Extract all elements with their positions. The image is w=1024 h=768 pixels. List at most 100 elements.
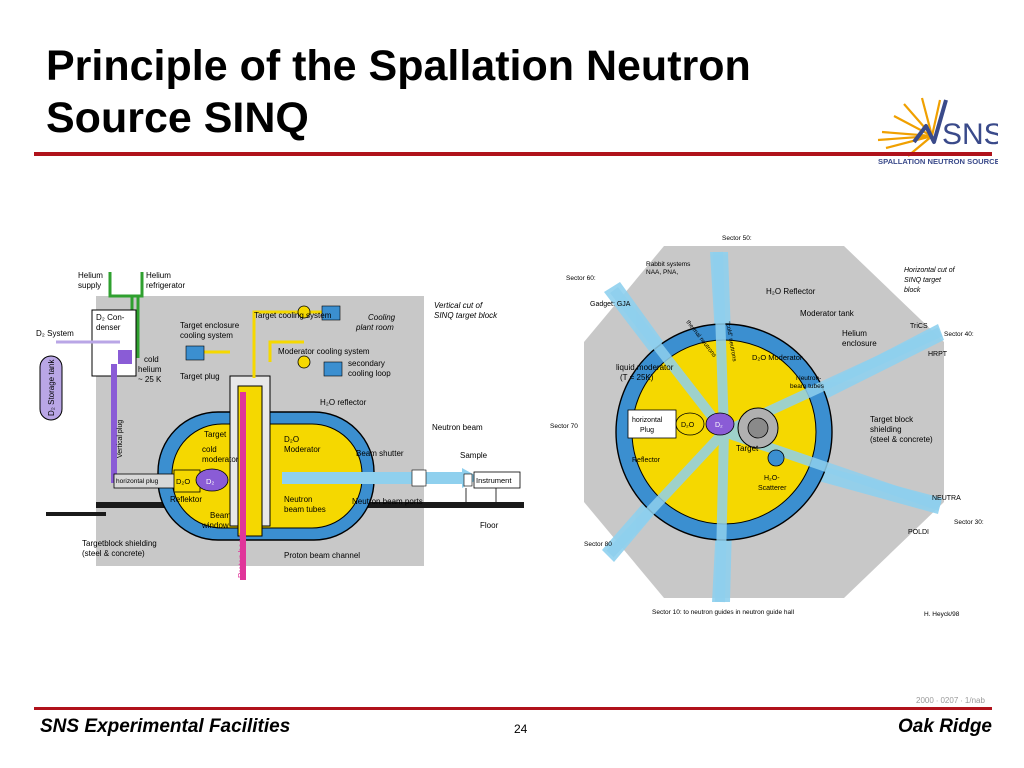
sample-label: Sample (460, 451, 488, 460)
svg-text:Target enclosure cooling s: Target enclosure cooling system (180, 321, 241, 340)
d2o-label: D₂O (681, 422, 695, 429)
secondary-cooling-label: secondary (348, 359, 385, 368)
d2-condenser-label: D₂ Con- (96, 313, 125, 322)
helium-refrigerator-label: Helium (146, 271, 171, 280)
d2-cell (705, 412, 735, 436)
svg-text:liquid moderator (T = 25K): liquid moderator (T = 25K) (616, 363, 676, 382)
target-cooling-system-label: Target cooling system (254, 311, 332, 320)
neutron-beam-tubes-label: Neutron (284, 495, 312, 504)
d2-system-label: D₂ System (36, 329, 74, 338)
h2o-reflector-label: H₂O reflector (320, 398, 367, 407)
neutron-beam-ports-label: Neutron beam ports (352, 497, 423, 506)
poldi-label: POLDI (908, 529, 929, 536)
d2-label: D₂ (206, 477, 214, 486)
cold-moderator-label: cold (202, 445, 217, 454)
d2o-moderator-label: D₂O Moderator (752, 353, 803, 362)
cold-helium-label: cold (144, 355, 159, 364)
vertical-plug-label: Vertical plug (117, 420, 124, 458)
svg-text:Horizontal cut of SINQ tar: Horizontal cut of SINQ target block (904, 267, 957, 294)
target-label: Target (736, 444, 759, 453)
svg-text:D₂ Con- denser: D₂ Con- denser (96, 313, 127, 332)
target-block-shielding-label: Target block (870, 415, 914, 424)
footer-left: SNS Experimental Facilities (40, 716, 291, 737)
svg-text:Vertical cut of SINQ targe: Vertical cut of SINQ target block (434, 301, 498, 320)
d2-storage-tank-label: D₂ Storage tank (47, 359, 56, 416)
target-block-shielding-label: Targetblock shielding (82, 539, 157, 548)
horizontal-plug-box (627, 409, 677, 439)
sector-10-label: Sector 10: to neutron guides in neutron … (652, 609, 795, 616)
target-label: Target (204, 430, 227, 439)
target-enclosure-cooling-label: Target enclosure (180, 321, 240, 330)
cooling-plant-room-label: Cooling (368, 313, 396, 322)
slide-title: Principle of the Spallation Neutron Sour… (46, 40, 846, 144)
horizontal-cut-diagram: Sector 50: Rabbit systems NAA, PNA, Sect… (550, 235, 984, 618)
d2-cell (195, 468, 229, 492)
sector-50-label: Sector 50: (722, 235, 752, 242)
svg-text:Helium refrigerator: Helium refrigerator (146, 271, 185, 290)
horizontal-plug-label: horizontal plug (116, 478, 159, 485)
svg-text:secondary cooling loop: secondary cooling loop (348, 359, 391, 378)
horizontal-plug-label: horizontal (632, 417, 663, 424)
floor-label: Floor (480, 521, 499, 530)
svg-text:Beam window: Beam window (201, 511, 233, 530)
sector-70-label: Sector 70 (550, 423, 578, 430)
gadget-label: Gadget: GJA (590, 301, 631, 308)
svg-text:horizontal Plug: horizontal Plug (632, 417, 664, 434)
h2o-scatterer-label: H₂O- (764, 475, 780, 482)
svg-text:Target block shielding: Target block shielding (steel & concrete… (870, 415, 933, 444)
rabbit-systems-label: Rabbit systems (646, 261, 691, 268)
horizontal-cut-caption: Horizontal cut of (904, 267, 956, 274)
d2-storage-tank (39, 355, 63, 421)
vertical-cut-caption: Vertical cut of (434, 301, 483, 310)
svg-text:cold moderator: cold moderator (202, 445, 239, 464)
vertical-cut-diagram: Helium supply Helium refrigerator D₂ Sys… (36, 271, 524, 580)
moderator-tank-label: Moderator tank (800, 309, 855, 318)
svg-text:cold helium ~ 25 K: cold helium ~ 25 K (138, 355, 164, 384)
neutron-beam-label: Neutron beam (432, 423, 483, 432)
sunburst-icon (877, 97, 942, 157)
svg-text:Targetblock shielding (ste: Targetblock shielding (steel & concrete) (82, 539, 159, 558)
svg-text:Neutron- beam tubes: Neutron- beam tubes (790, 375, 825, 390)
slide-title-line-1: Principle of the Spallation Neutron (46, 42, 751, 90)
ghost-text: 2000 ∙ 0207 ∙ 1/nab (916, 696, 985, 705)
svg-text:Rabbit systems NAA, PNA,: Rabbit systems NAA, PNA, (646, 261, 692, 276)
hrpt-label: HRPT (928, 351, 948, 358)
h2o-reflector-label: H₂O Reflector (766, 287, 816, 296)
logo-word: SNS (942, 118, 998, 151)
liquid-moderator-label: liquid moderator (616, 363, 674, 372)
svg-text:D₂O Moderator: D₂O Moderator (284, 435, 321, 454)
instrument-label: Instrument (476, 476, 512, 485)
logo-tagline: SPALLATION NEUTRON SOURCE (878, 157, 998, 166)
h2o-scatterer-circle (767, 449, 785, 467)
slide-title-line-2: Source SINQ (46, 94, 309, 142)
footer-divider (34, 707, 992, 710)
svg-text:Cooling plant room: Cooling plant room (355, 313, 397, 332)
proton-beam-channel-label: Proton beam channel (284, 551, 360, 560)
svg-text:Helium enclosure: Helium enclosure (842, 329, 877, 348)
neutron-beam-path (282, 472, 462, 484)
page-number: 24 (514, 722, 528, 736)
helium-supply-line (108, 272, 140, 358)
d2o-label: D₂O (176, 477, 190, 486)
svg-text:Neutron beam tubes: Neutron beam tubes (284, 495, 326, 514)
neutra-label: NEUTRA (932, 495, 961, 502)
sample-shape (463, 473, 473, 487)
sector-30-label: Sector 30: (954, 519, 984, 526)
d2o-moderator-label: D₂O (284, 435, 299, 444)
sector-80-label: Sector 80 (584, 541, 612, 548)
svg-text:Helium supply: Helium supply (78, 271, 105, 290)
sector-60-label: Sector 60: (566, 275, 596, 282)
beam-shutter-shape (411, 469, 427, 487)
d2-label: D₂ (715, 422, 723, 429)
trics-label: TriCS (910, 323, 928, 330)
credit-label: H. Heyck/98 (924, 611, 960, 618)
sns-logo: SNS SPALLATION NEUTRON SOURCE (877, 97, 998, 166)
proton-beam-label: Proton beam (237, 532, 246, 578)
neutron-beam-tubes-label: Neutron- (796, 375, 821, 382)
footer-right: Oak Ridge (898, 716, 992, 737)
moderator-cooling-line (268, 340, 304, 362)
reflektor-label: Reflektor (170, 495, 202, 504)
beam-window-label: Beam (210, 511, 231, 520)
title-divider (34, 152, 992, 156)
helium-enclosure-label: Helium (842, 329, 867, 338)
